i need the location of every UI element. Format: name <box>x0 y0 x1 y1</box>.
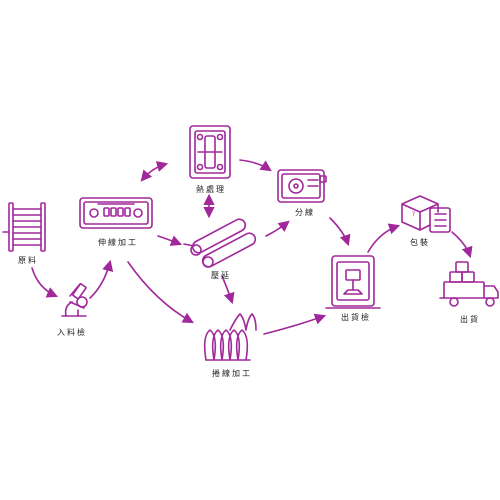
flow-arrows <box>31 159 473 335</box>
label-packing: 包裝 <box>410 238 430 247</box>
svg-text:?: ? <box>412 211 415 218</box>
package-checklist-icon: ? <box>401 195 451 233</box>
testing-machine-icon <box>325 255 381 309</box>
microscope-icon <box>61 283 88 317</box>
slitting-machine-icon <box>277 169 327 203</box>
label-coiling: 捲線加工 <box>212 369 252 378</box>
label-rolling: 壓延 <box>211 271 231 280</box>
arrow-rolling-to-coiling <box>221 275 235 305</box>
furnace-icon <box>189 125 231 179</box>
arrow-slitting-to-outgoing <box>329 217 351 247</box>
label-outgoing-inspection: 出貨檢 <box>341 313 371 322</box>
arrow-heat-to-slitting <box>239 159 272 172</box>
label-heat-treatment: 熱處理 <box>196 185 226 194</box>
arrow-coiling-to-outgoing <box>263 313 327 335</box>
arrow-packing-to-shipping <box>451 231 473 259</box>
label-drawing: 伸線加工 <box>98 238 138 247</box>
coil-spring-icon <box>203 313 257 361</box>
delivery-truck-icon <box>439 261 499 307</box>
rollers-icon <box>183 218 257 268</box>
arrow-drawing-to-coiling <box>127 261 194 324</box>
arrow-raw-to-incoming <box>31 267 59 298</box>
label-shipping: 出貨 <box>460 315 480 324</box>
arrow-drawing-heat <box>140 161 169 182</box>
label-incoming-inspection: 入料檢 <box>57 328 87 337</box>
arrow-incoming-to-drawing <box>89 259 114 299</box>
arrow-rolling-to-slitting <box>265 220 290 237</box>
label-slitting: 分線 <box>295 208 315 217</box>
label-raw-material: 原料 <box>18 256 38 265</box>
arrow-drawing-to-rolling <box>157 235 183 246</box>
wire-spool-icon <box>2 202 46 252</box>
arrow-outgoing-to-packing <box>367 223 401 253</box>
wire-drawing-machine-icon <box>79 197 153 229</box>
